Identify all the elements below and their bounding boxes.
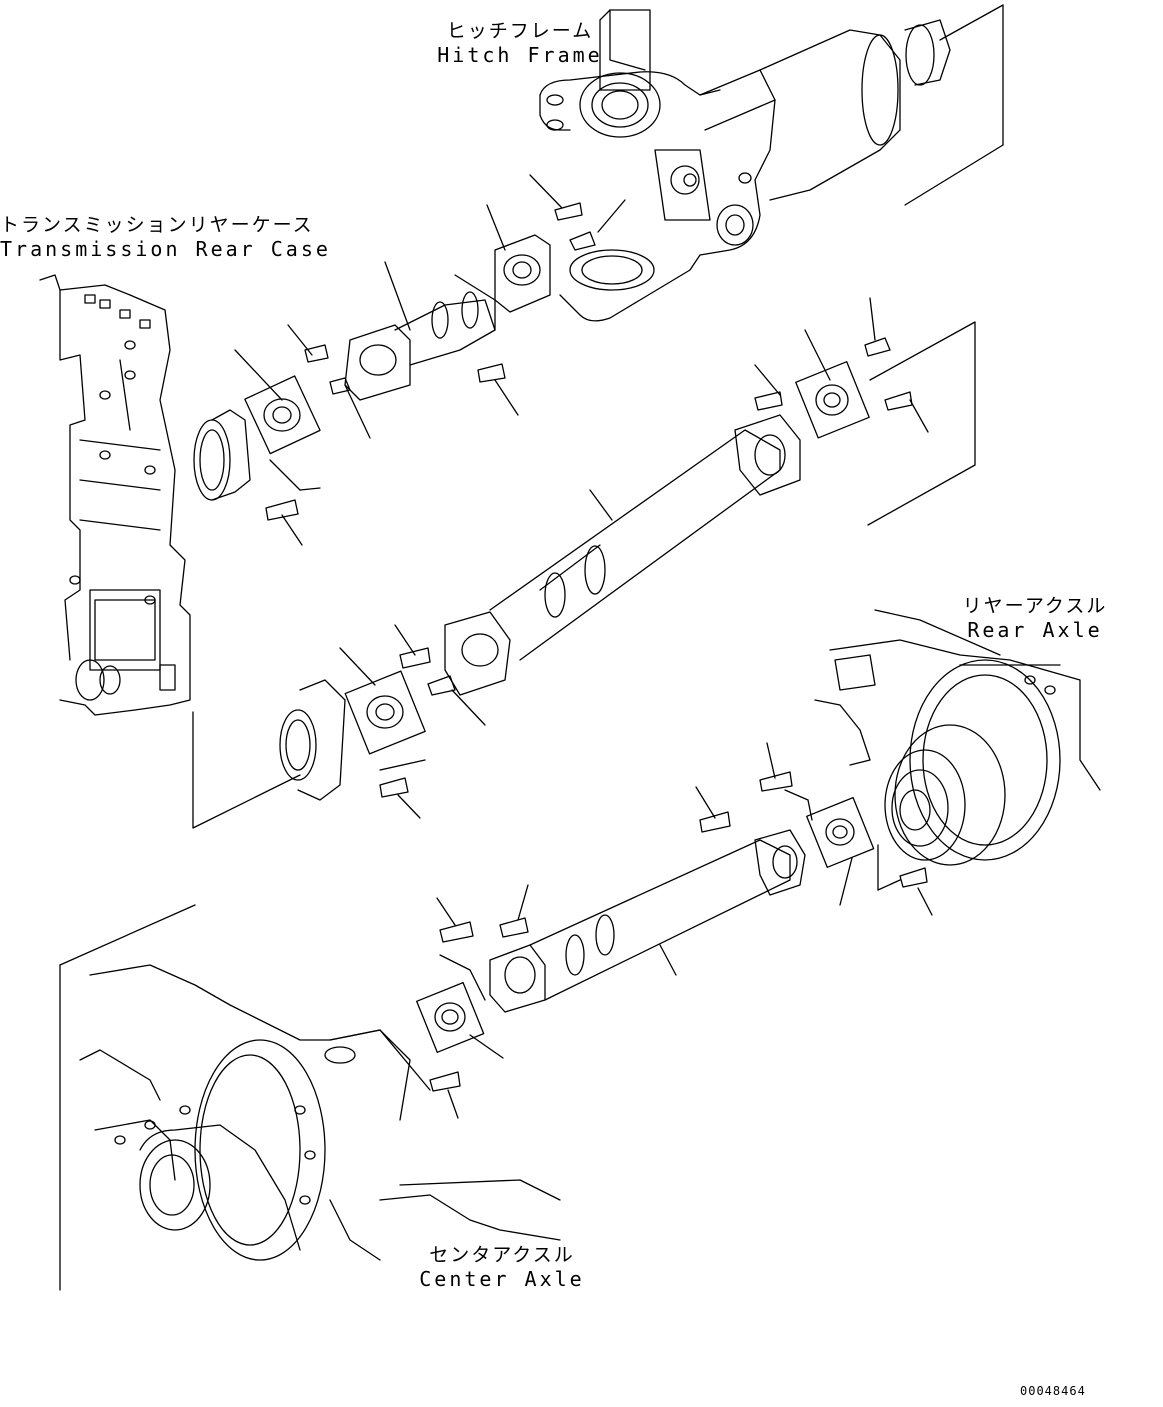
transmission-rear-case-label-jp: トランスミッションリヤーケース	[0, 214, 314, 236]
center-axle-label-jp: センタアクスル	[429, 1244, 575, 1266]
rear-axle-label-en: Rear Axle	[967, 618, 1103, 642]
rear-axle-label-jp: リヤーアクスル	[962, 595, 1108, 617]
upper-drive-shaft	[194, 175, 625, 545]
center-axle-label: センタアクスル Center Axle	[412, 1243, 592, 1291]
center-axle	[60, 905, 560, 1290]
transmission-rear-case-label: トランスミッションリヤーケース Transmission Rear Case	[0, 213, 331, 261]
middle-drive-shaft	[193, 298, 975, 828]
hitch-frame-label-en: Hitch Frame	[437, 43, 603, 67]
transmission-rear-case-label-en: Transmission Rear Case	[0, 237, 331, 261]
drawing-number: 00048464	[1020, 1384, 1086, 1398]
hitch-frame-label-jp: ヒッチフレーム	[446, 20, 594, 42]
rear-axle-label: リヤーアクスル Rear Axle	[950, 594, 1120, 642]
hitch-frame-label: ヒッチフレーム Hitch Frame	[430, 19, 610, 67]
rear-axle	[815, 610, 1100, 865]
center-axle-label-en: Center Axle	[419, 1267, 585, 1291]
lower-drive-shaft	[417, 743, 932, 1118]
transmission-rear-case	[40, 275, 190, 715]
hitch-frame	[540, 5, 1003, 321]
